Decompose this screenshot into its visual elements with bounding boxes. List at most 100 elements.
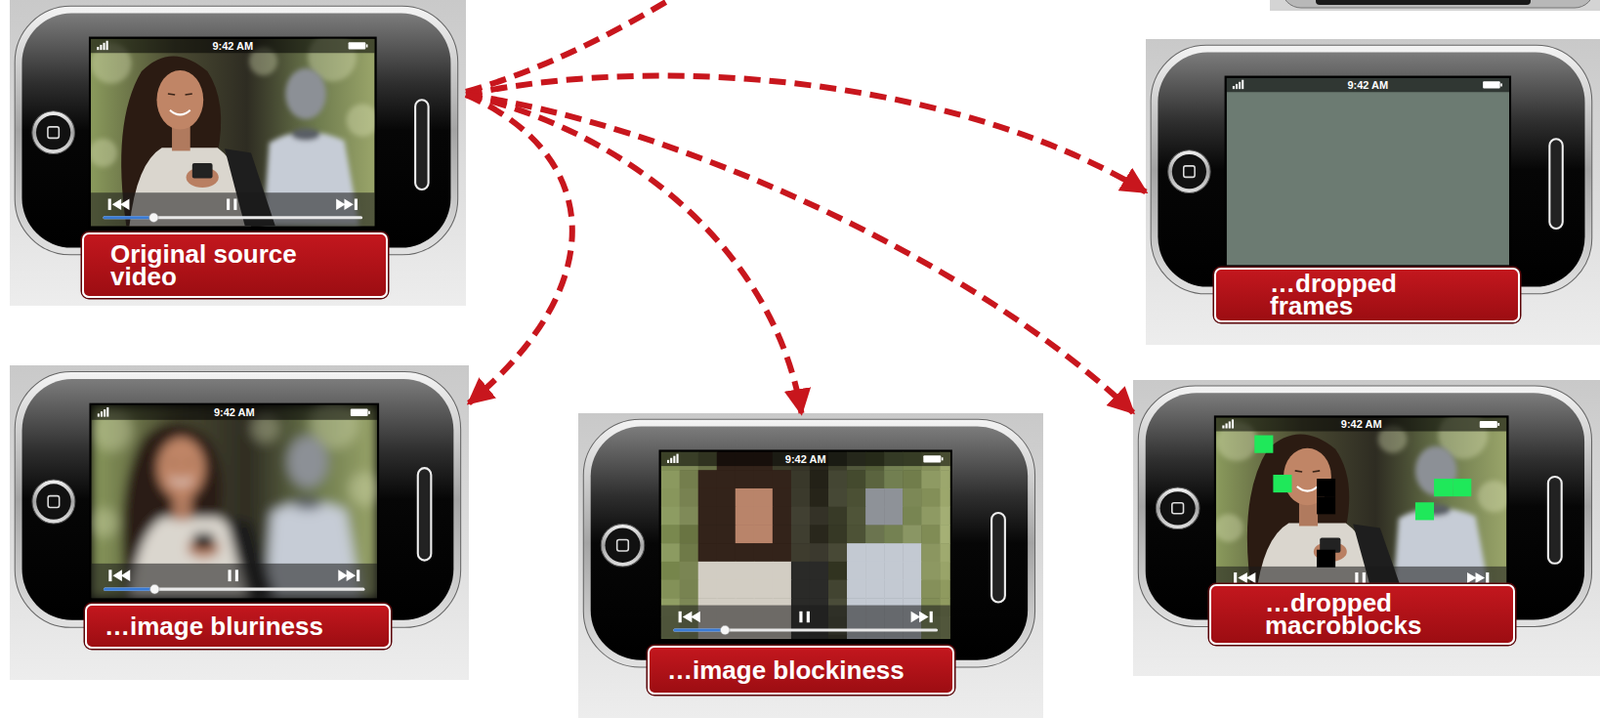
pixel-block	[846, 469, 867, 489]
woman-face	[157, 437, 205, 499]
next-icon	[911, 611, 929, 623]
pixel-block	[921, 561, 941, 581]
screen-content	[1226, 78, 1510, 266]
battery-icon	[1479, 421, 1498, 428]
signal-bar	[100, 411, 103, 417]
panel-background	[9, 0, 466, 306]
prev-icon-bar	[1233, 572, 1237, 584]
signal-bar	[97, 413, 100, 417]
home-button	[1160, 491, 1196, 525]
status-time: 9:42 AM	[211, 40, 253, 53]
pixel-block	[661, 506, 681, 526]
status-bar	[91, 405, 378, 421]
signal-bar	[106, 41, 109, 50]
pixel-block	[902, 488, 923, 507]
battery-nub	[941, 457, 944, 461]
pixel-block	[772, 524, 793, 544]
home-button	[605, 528, 641, 563]
dashed-arrow	[465, 94, 1134, 413]
home-button-ring	[1155, 487, 1200, 529]
pixel-block	[865, 580, 885, 599]
pixel-block	[939, 524, 951, 544]
bokeh-light	[1477, 480, 1508, 512]
signal-bar	[1235, 84, 1238, 89]
bokeh-light	[90, 138, 118, 168]
pixel-block	[828, 543, 848, 562]
pixel-block	[679, 543, 700, 562]
status-time: 9:42 AM	[1347, 79, 1389, 92]
pixel-block	[865, 543, 885, 562]
battery-nub	[366, 43, 369, 47]
pixel-block	[698, 524, 718, 544]
progress-knob	[719, 625, 730, 634]
man-collar	[292, 127, 321, 141]
pixel-block	[716, 543, 737, 562]
phone-face	[22, 378, 455, 621]
pause-icon	[1354, 572, 1358, 584]
pixel-block	[884, 561, 904, 581]
signal-bar	[670, 458, 673, 464]
bokeh-light	[91, 507, 119, 538]
pixel-block	[902, 543, 923, 562]
dashed-arrow	[465, 94, 573, 404]
side-slot	[1549, 138, 1562, 229]
signal-bar	[667, 460, 670, 464]
pixel-block	[791, 524, 811, 544]
pixel-block	[735, 580, 756, 599]
pixel-block	[661, 524, 681, 544]
pixel-block	[679, 469, 700, 489]
pixel-block	[865, 506, 885, 526]
pixel-block	[754, 580, 774, 599]
signal-bar	[673, 456, 675, 464]
green-macroblock	[1433, 478, 1453, 497]
home-button-square	[47, 126, 59, 138]
prev-icon	[682, 611, 701, 623]
pixel-block	[679, 488, 700, 507]
black-macroblock	[1316, 478, 1336, 497]
status-bar	[1216, 417, 1507, 431]
pixel-block	[865, 561, 885, 581]
caption-text: …image bluriness	[104, 615, 324, 638]
pixel-block	[661, 561, 681, 581]
pixel-block	[809, 469, 830, 489]
signal-bar	[1241, 80, 1244, 89]
pixel-block	[772, 543, 793, 562]
signal-bar	[1221, 424, 1224, 428]
pause-icon	[1362, 572, 1366, 584]
green-macroblock	[1452, 478, 1472, 497]
man-head	[287, 435, 329, 489]
pixel-block	[865, 488, 885, 507]
prev-icon	[112, 198, 130, 210]
screen-content	[661, 452, 951, 639]
dropped-frame-screen	[1226, 78, 1510, 266]
cut-phone-bar	[1315, 0, 1531, 5]
held-phone	[193, 533, 214, 549]
pixel-block	[772, 469, 793, 489]
phone-illustration: 9:42 AMOriginal source video	[9, 0, 466, 306]
pixel-block	[939, 506, 951, 526]
woman-smile	[169, 110, 191, 116]
pixel-block	[884, 506, 904, 526]
phone-illustration: 9:42 AM…dropped frames	[1145, 39, 1600, 345]
signal-bar	[675, 454, 678, 464]
pixel-block	[902, 561, 923, 581]
phone-rim	[14, 5, 459, 255]
pixel-block	[661, 543, 681, 562]
home-button-ring	[1168, 150, 1211, 194]
pixel-block	[735, 506, 756, 526]
black-macroblock	[1316, 496, 1336, 514]
prev-icon	[1237, 572, 1256, 584]
panel-background	[1145, 39, 1600, 345]
status-bar	[661, 452, 951, 467]
pixel-block	[679, 580, 700, 599]
status-time: 9:42 AM	[213, 406, 255, 420]
next-icon-bar	[1485, 572, 1489, 584]
home-button-square	[47, 496, 59, 508]
phone-illustration: 9:42 AM…dropped macroblocks	[1133, 379, 1600, 676]
pixel-block	[939, 543, 951, 562]
cut-phone-panel	[1269, 0, 1600, 11]
home-button-ring	[32, 479, 76, 524]
woman-smile	[170, 478, 192, 484]
pixel-block	[828, 488, 848, 507]
home-button	[36, 115, 71, 150]
